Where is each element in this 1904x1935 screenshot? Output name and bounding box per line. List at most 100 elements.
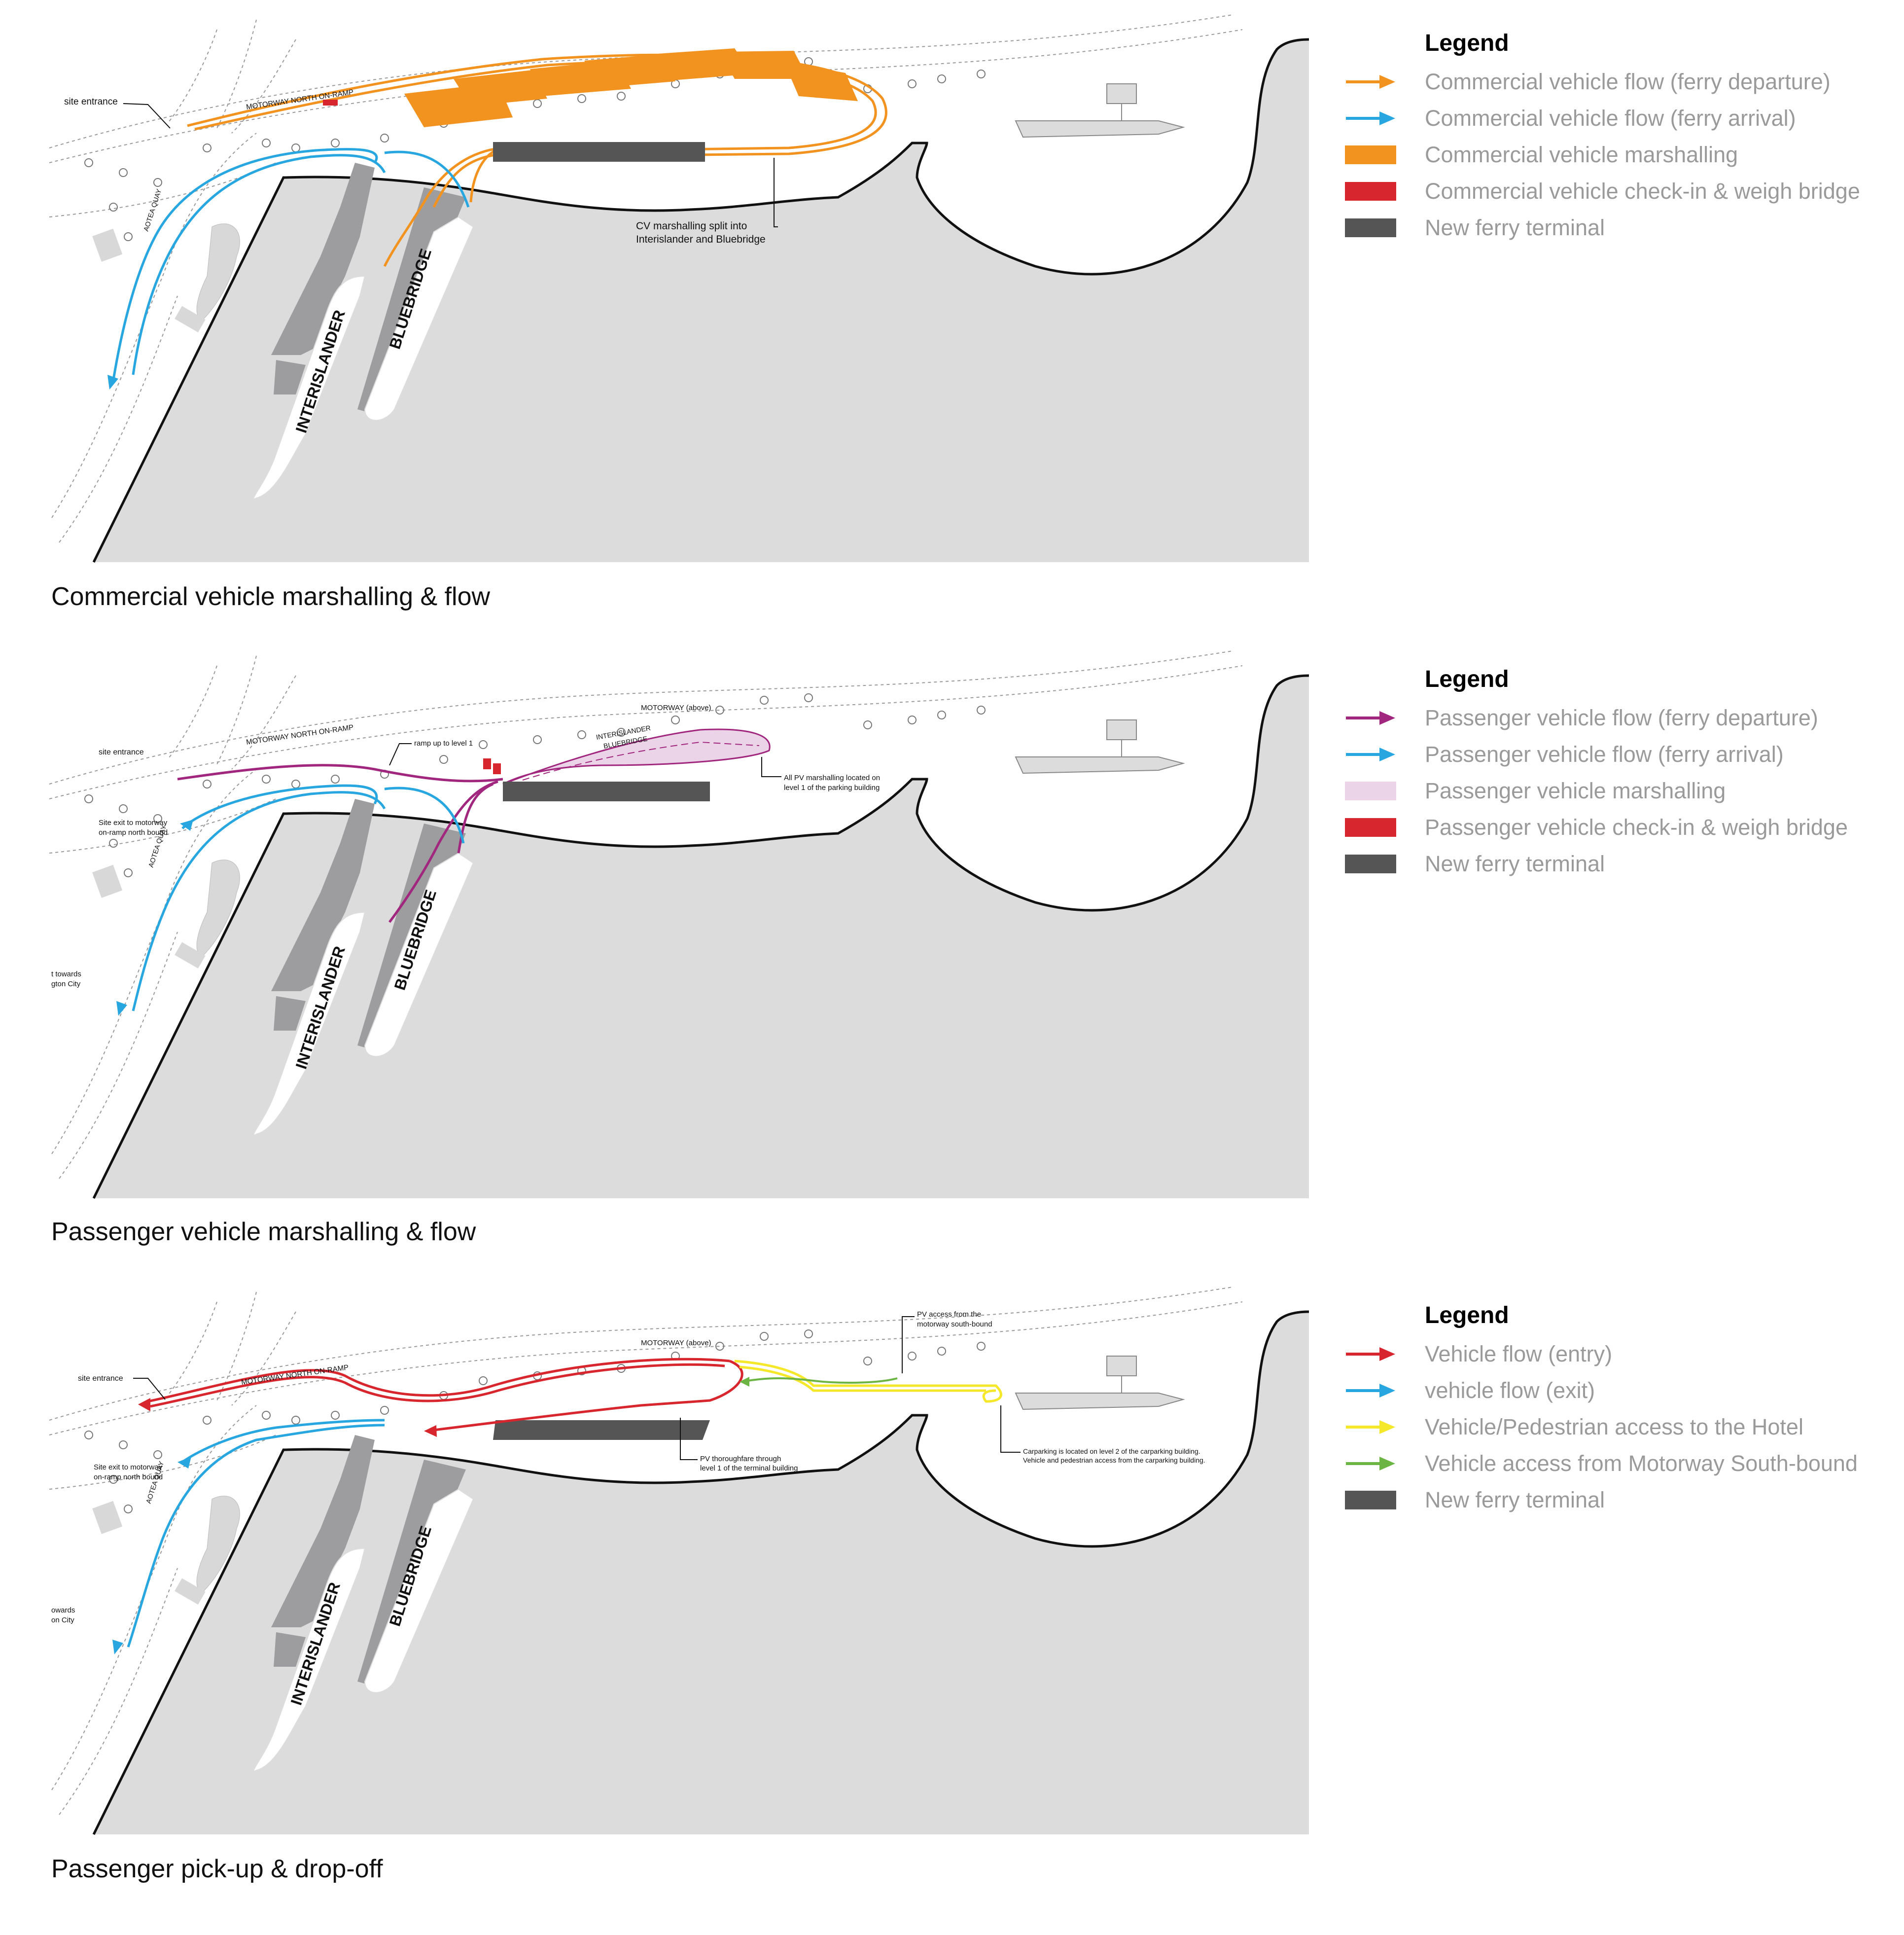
legend-title: Legend — [1425, 1302, 1509, 1328]
site-exit-line1: Site exit to motorway — [99, 819, 168, 827]
arrival-arrowhead — [107, 375, 118, 390]
legend-item: Passenger vehicle flow (ferry departure) — [1331, 700, 1893, 736]
legend-item-label: New ferry terminal — [1425, 215, 1605, 240]
legend-item: Commercial vehicle flow (ferry arrival) — [1331, 100, 1893, 137]
legend-item-label: Vehicle/Pedestrian access to the Hotel — [1425, 1414, 1803, 1439]
entry-arrowhead-2 — [424, 1425, 437, 1437]
cv-arrival-flow — [112, 148, 470, 380]
legend-arrow-icon — [1331, 70, 1410, 94]
legend-item-label: New ferry terminal — [1425, 851, 1605, 876]
harbour-base — [49, 14, 1309, 563]
new-ferry-terminal — [493, 142, 705, 162]
exit-arrowhead — [112, 1640, 123, 1654]
legend-arrow-icon — [1331, 1451, 1410, 1476]
legend-item: Commercial vehicle marshalling — [1331, 137, 1893, 173]
cv-checkin-weighbridge — [323, 100, 338, 106]
entry-arrowhead — [138, 1398, 150, 1411]
legend-swatch — [1331, 1488, 1410, 1512]
carpark-line1: Carparking is located on level 2 of the … — [1023, 1447, 1200, 1455]
city-line2: gton City — [51, 980, 81, 988]
legend-item-label: Commercial vehicle flow (ferry departure… — [1425, 69, 1831, 94]
panel-caption: Passenger vehicle marshalling & flow — [51, 1218, 476, 1246]
cv-note-line2: Interislander and Bluebridge — [636, 234, 766, 245]
site-entrance-label: site entrance — [78, 1374, 123, 1383]
cv-note-line1: CV marshalling split into — [636, 220, 747, 232]
legend-item: Vehicle access from Motorway South-bound — [1331, 1445, 1893, 1482]
legend-arrow-icon — [1331, 1378, 1410, 1403]
panel-pickup: site entrance MOTORWAY NORTH ON-RAMP MOT… — [0, 1272, 1904, 1908]
pv-exit-flow — [127, 1419, 385, 1648]
legend-item-label: vehicle flow (exit) — [1425, 1378, 1595, 1403]
panel-caption: Passenger pick-up & drop-off — [51, 1855, 383, 1883]
legend-items: Vehicle flow (entry) vehicle flow (exit) V… — [1331, 1336, 1893, 1518]
legend-swatch — [1331, 179, 1410, 204]
arrival-arrowhead — [116, 1001, 127, 1016]
harbour-base — [49, 650, 1309, 1199]
legend-item-label: New ferry terminal — [1425, 1487, 1605, 1512]
legend-swatch — [1331, 779, 1410, 803]
legend-item: vehicle flow (exit) — [1331, 1372, 1893, 1409]
legend-item: Vehicle/Pedestrian access to the Hotel — [1331, 1409, 1893, 1445]
site-entrance-label: site entrance — [99, 748, 144, 756]
pv-access-line1: PV access from the — [917, 1310, 981, 1319]
legend-arrow-icon — [1331, 106, 1410, 131]
cv-departure-flow — [187, 53, 887, 267]
legend-item: Commercial vehicle check-in & weigh brid… — [1331, 173, 1893, 210]
new-ferry-terminal — [503, 782, 710, 801]
legend-item-label: Commercial vehicle check-in & weigh brid… — [1425, 179, 1860, 204]
site-entrance-label: site entrance — [64, 97, 118, 107]
legend-item-label: Passenger vehicle flow (ferry departure) — [1425, 705, 1818, 730]
legend-arrow-icon — [1331, 742, 1410, 767]
legend: Legend Vehicle flow (entry) vehicle flow … — [1331, 1302, 1893, 1518]
legend-item: Vehicle flow (entry) — [1331, 1336, 1893, 1372]
legend-title: Legend — [1425, 666, 1509, 692]
pv-departure-flow — [177, 764, 503, 923]
motorway-ramp-label: MOTORWAY NORTH ON-RAMP — [241, 1363, 349, 1387]
pv-marshalling-area — [502, 728, 771, 785]
legend-title: Legend — [1425, 30, 1509, 56]
harbour-base — [49, 1287, 1309, 1835]
site-entrance-leader — [123, 103, 171, 129]
exit-arrowhead-2 — [177, 1457, 191, 1469]
pv-checkin-weighbridge — [483, 758, 491, 769]
site-exit-line2: on-ramp north bound — [99, 828, 168, 837]
motorway-above-label: MOTORWAY (above) — [641, 1339, 711, 1347]
legend-item: New ferry terminal — [1331, 846, 1893, 882]
site-plan-map: site entrance MOTORWAY NORTH ON-RAMP MOT… — [49, 650, 1309, 1199]
pv-note-line1: All PV marshalling located on — [784, 774, 880, 782]
legend-item: Passenger vehicle marshalling — [1331, 773, 1893, 809]
pv-note-line2: level 1 of the parking building — [784, 784, 880, 792]
site-exit-line2: on-ramp north bound — [94, 1473, 163, 1481]
city-line2: on City — [51, 1616, 74, 1624]
ramp-up-label: ramp up to level 1 — [414, 739, 473, 748]
legend-item: New ferry terminal — [1331, 210, 1893, 246]
legend-items: Passenger vehicle flow (ferry departure)… — [1331, 700, 1893, 882]
exit-arrowhead — [180, 820, 193, 831]
ramp-up-leader — [389, 743, 412, 766]
motorway-above-label: MOTORWAY (above) — [641, 704, 711, 712]
pv-through-line2: level 1 of the terminal building — [700, 1464, 798, 1472]
aotea-quay-label: AOTEA QUAY — [142, 188, 163, 232]
panel-caption: Commercial vehicle marshalling & flow — [51, 582, 491, 611]
pv-through-line1: PV thoroughfare through — [700, 1455, 781, 1463]
pv-access-line2: motorway south-bound — [917, 1320, 992, 1328]
cv-marshalling-area — [404, 48, 858, 127]
city-line1: t towards — [51, 970, 81, 978]
pv-arrival-flow — [132, 784, 465, 1011]
legend-item: Passenger vehicle flow (ferry arrival) — [1331, 736, 1893, 773]
legend: Legend Passenger vehicle flow (ferry dep… — [1331, 666, 1893, 882]
site-exit-line1: Site exit to motorway — [94, 1463, 163, 1471]
cv-note-leader — [774, 158, 778, 227]
legend-swatch — [1331, 215, 1410, 240]
legend-item-label: Commercial vehicle marshalling — [1425, 142, 1738, 167]
new-ferry-terminal — [493, 1420, 710, 1440]
panel-passenger: site entrance MOTORWAY NORTH ON-RAMP MOT… — [0, 636, 1904, 1272]
southbound-arrowhead — [740, 1377, 749, 1387]
legend-item: Commercial vehicle flow (ferry departure… — [1331, 64, 1893, 100]
hotel-access-flow — [734, 1360, 1002, 1403]
legend-item-label: Vehicle access from Motorway South-bound — [1425, 1451, 1858, 1476]
motorway-ramp-label: MOTORWAY NORTH ON-RAMP — [246, 88, 354, 111]
legend-swatch — [1331, 852, 1410, 876]
legend-item-label: Passenger vehicle check-in & weigh bridg… — [1425, 815, 1848, 840]
legend-arrow-icon — [1331, 1415, 1410, 1439]
